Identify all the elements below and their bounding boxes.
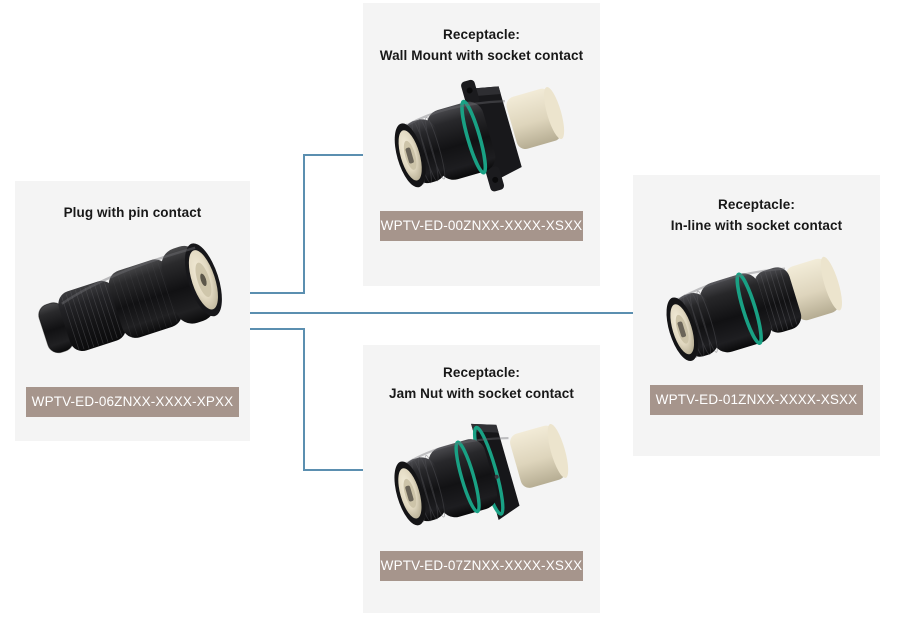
connector-line-to-inline xyxy=(248,312,635,314)
wall-mount-part-number-badge[interactable]: WPTV-ED-00ZNXX-XXXX-XSXX xyxy=(380,210,583,241)
jam-nut-receptacle-image xyxy=(387,415,577,545)
jam-nut-part-number-badge[interactable]: WPTV-ED-07ZNXX-XXXX-XSXX xyxy=(380,550,583,581)
panel-jam-nut[interactable]: Receptacle: Jam Nut with socket contact xyxy=(363,345,600,613)
panel-jam-nut-title: Receptacle: Jam Nut with socket contact xyxy=(389,365,574,401)
plug-part-number-badge[interactable]: WPTV-ED-06ZNXX-XXXX-XPXX xyxy=(26,386,239,417)
connector-line-to-wall-mount-vertical xyxy=(303,154,305,294)
connector-line-to-jam-nut-horizontal xyxy=(303,469,365,471)
panel-inline-title: Receptacle: In-line with socket contact xyxy=(670,197,843,233)
panel-plug[interactable]: Plug with pin contact xyxy=(15,181,250,441)
connector-line-to-wall-mount-horizontal xyxy=(303,154,365,156)
panel-wall-mount[interactable]: Receptacle: Wall Mount with socket conta… xyxy=(363,3,600,286)
inline-receptacle-image xyxy=(659,249,854,379)
connector-line-to-jam-nut-vertical xyxy=(303,328,305,471)
plug-connector-image xyxy=(33,242,233,377)
connector-line-to-wall-mount-horizontal-stub xyxy=(248,292,305,294)
panel-inline[interactable]: Receptacle: In-line with socket contact xyxy=(633,175,880,456)
inline-part-number-badge[interactable]: WPTV-ED-01ZNXX-XXXX-XSXX xyxy=(650,384,863,415)
connector-line-to-jam-nut-horizontal-stub xyxy=(248,328,305,330)
panel-wall-mount-title: Receptacle: Wall Mount with socket conta… xyxy=(379,27,584,63)
panel-plug-title: Plug with pin contact xyxy=(63,205,202,220)
wall-mount-receptacle-image xyxy=(387,77,577,205)
